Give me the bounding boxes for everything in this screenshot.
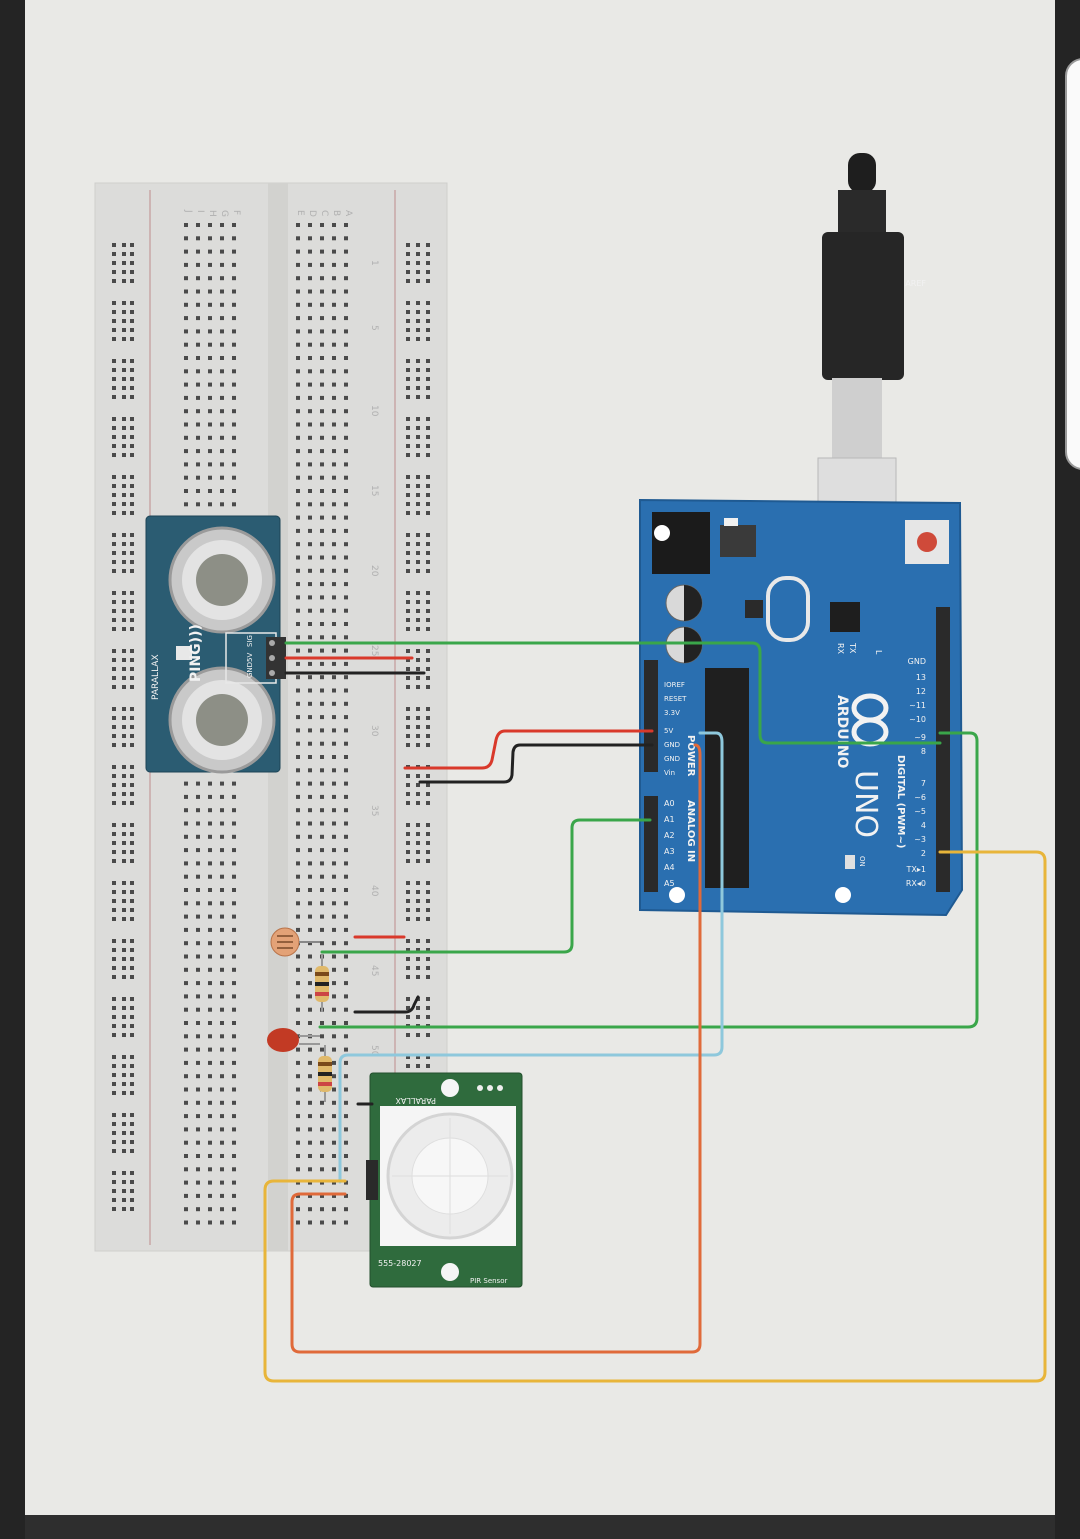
wire-ping-sig-to-pin7: [428, 641, 942, 745]
pin-label: 13: [916, 673, 926, 682]
pin-label: ~9: [914, 733, 926, 742]
column-number: 5: [369, 325, 379, 331]
column-number: 30: [369, 725, 379, 737]
pin-label: ~6: [914, 793, 926, 802]
pin-label: 7: [921, 779, 926, 788]
pin-label: Vin: [664, 769, 675, 777]
column-number: 15: [369, 485, 379, 496]
pir-motion-sensor: PARALLAX 555-28027 PIR Sensor: [366, 1072, 523, 1288]
pin-label: A2: [664, 831, 675, 840]
wire-5v-to-rail: [403, 729, 654, 770]
pin-label: ~3: [914, 835, 926, 844]
pir-part-label: 555-28027: [378, 1259, 422, 1268]
pin-label: 4: [921, 821, 926, 830]
wire-gnd-to-pir: [290, 743, 702, 1354]
row-letter: F: [231, 210, 241, 215]
pin-label: TX▸1: [906, 865, 926, 874]
column-number: 45: [369, 965, 379, 976]
ping-pin-label: SIG: [246, 635, 254, 647]
pin-label: 3.3V: [664, 709, 680, 717]
arduino-model-label: UNO: [848, 770, 883, 838]
pin-label: A5: [664, 879, 675, 888]
breadboard-row-letters: J I H G F E D C B A: [183, 209, 353, 217]
rx-label: RX: [836, 643, 845, 655]
scrollbar[interactable]: [1065, 58, 1080, 470]
column-number: 1: [369, 260, 379, 266]
pin-label: A1: [664, 815, 675, 824]
row-letter: B: [331, 210, 341, 216]
pin-label: A4: [664, 863, 675, 872]
reset-button: [917, 532, 937, 552]
power-section-label: POWER: [685, 735, 696, 777]
wire-pin2-to-pir: [263, 850, 1047, 1383]
pir-brand-label: PARALLAX: [395, 1096, 436, 1105]
ping-pin-label: 5V: [246, 653, 254, 662]
l-led-label: L: [874, 650, 883, 655]
analog-section-label: ANALOG IN: [685, 800, 696, 862]
pir-name-label: PIR Sensor: [470, 1277, 507, 1285]
wire-ldr-black: [353, 995, 420, 1014]
column-number: 35: [369, 805, 379, 816]
column-number: 25: [369, 645, 379, 656]
pin-label: GND: [908, 657, 926, 666]
column-number: 50: [369, 1045, 379, 1057]
pin-label: ~11: [909, 701, 926, 710]
photoresistor: [270, 927, 320, 957]
row-letter: C: [319, 210, 329, 216]
row-letter: D: [307, 210, 317, 217]
pin-label: ~5: [914, 807, 926, 816]
pin-label: 5V: [664, 727, 673, 735]
pin-label: A3: [664, 847, 675, 856]
row-letter: E: [295, 210, 305, 216]
pin-label: 8: [921, 747, 926, 756]
pin-label: 12: [916, 687, 926, 696]
wire-5v-to-pir: [338, 731, 724, 1184]
wire-gnd-to-rail: [418, 743, 654, 784]
column-number: 40: [369, 885, 379, 897]
pin-label: 2: [921, 849, 926, 858]
wire-pin9-to-led: [318, 731, 979, 1029]
pin-label: RX◂0: [906, 879, 926, 888]
ping-pin-label: GND: [246, 662, 254, 678]
ping-brand-label: PARALLAX: [151, 654, 161, 700]
digital-section-label: DIGITAL (PWM~): [895, 755, 906, 848]
pin-label: IOREF: [664, 681, 685, 689]
red-led: [267, 1028, 320, 1052]
resistor-2: [318, 1045, 332, 1102]
pin-label: A0: [664, 799, 675, 808]
column-number: 20: [369, 565, 379, 577]
row-letter: I: [195, 210, 205, 213]
column-number: 10: [369, 405, 379, 417]
wire-a1-to-ldr: [320, 818, 652, 954]
digital-pin-labels: GND 13 12 ~11 ~10 ~9 8 7 ~6 ~5 4 ~3 2 TX…: [906, 657, 926, 888]
row-letter: A: [343, 210, 353, 217]
row-letter: J: [183, 209, 193, 213]
ping-name-label: PING))): [188, 624, 204, 682]
on-led: [845, 855, 855, 869]
row-letter: G: [219, 210, 229, 217]
pin-label: GND: [664, 755, 680, 763]
pin-label: ~10: [909, 715, 926, 724]
pin-label: AREF: [905, 279, 926, 288]
arduino-brand-label: ARDUINO: [834, 695, 850, 769]
row-letter: H: [207, 210, 217, 217]
pin-label: RESET: [664, 695, 687, 703]
wires: [263, 641, 1047, 1383]
tx-label: TX: [848, 642, 857, 654]
pin-label: GND: [664, 741, 680, 749]
resistor-1: [315, 955, 329, 1012]
ping-ultrasonic-sensor: PING))) PARALLAX SIG 5V GND: [145, 515, 286, 774]
on-label: ON: [858, 856, 866, 867]
